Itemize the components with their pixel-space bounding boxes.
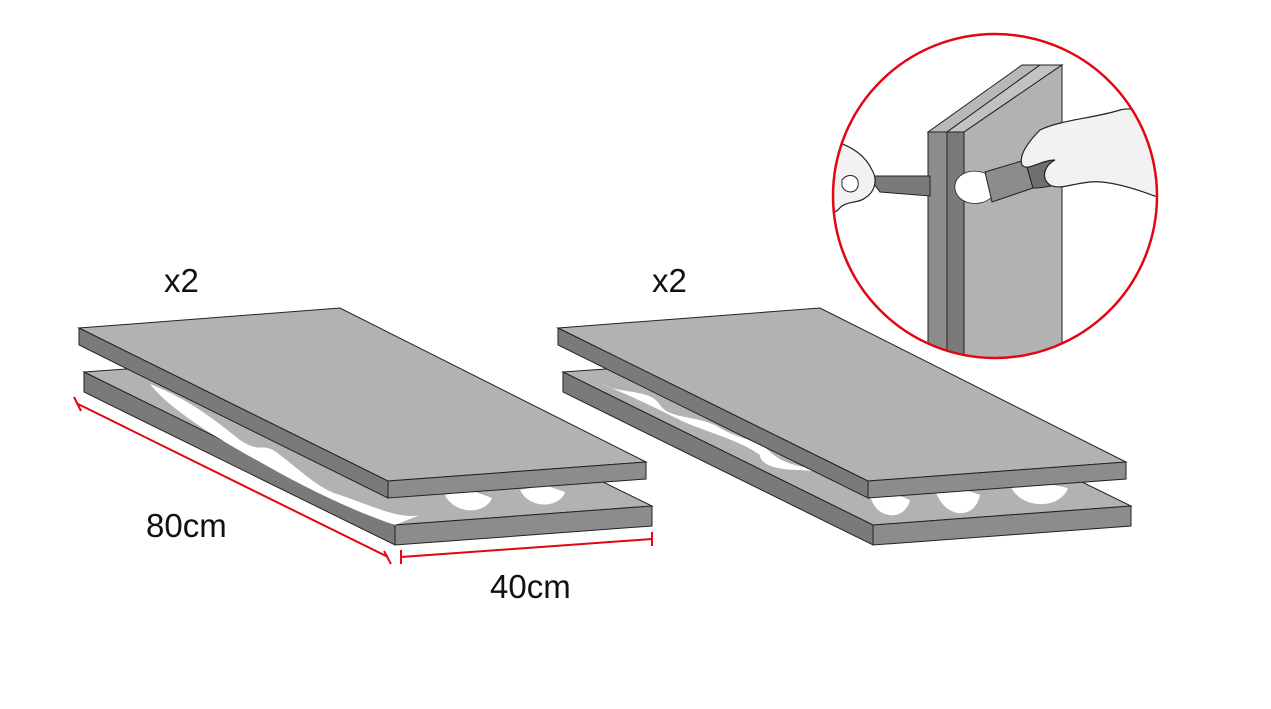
length-label: 80cm [146, 507, 227, 544]
glue-application-detail [831, 32, 1159, 360]
right-hand-icon [1020, 108, 1157, 201]
length-dimension [73, 396, 392, 565]
left-top-board [77, 307, 648, 499]
left-board-stack [77, 307, 654, 546]
right-glue [600, 383, 1068, 516]
width-label: 40cm [490, 568, 571, 605]
quantity-label-right: x2 [652, 262, 687, 299]
right-top-board [556, 307, 1128, 499]
detail-glue-spot [954, 170, 997, 204]
quantity-label-left: x2 [164, 262, 199, 299]
width-dimension [400, 532, 653, 564]
right-board-stack [556, 307, 1133, 546]
detail-circle [831, 32, 1159, 360]
left-glue [150, 384, 565, 525]
